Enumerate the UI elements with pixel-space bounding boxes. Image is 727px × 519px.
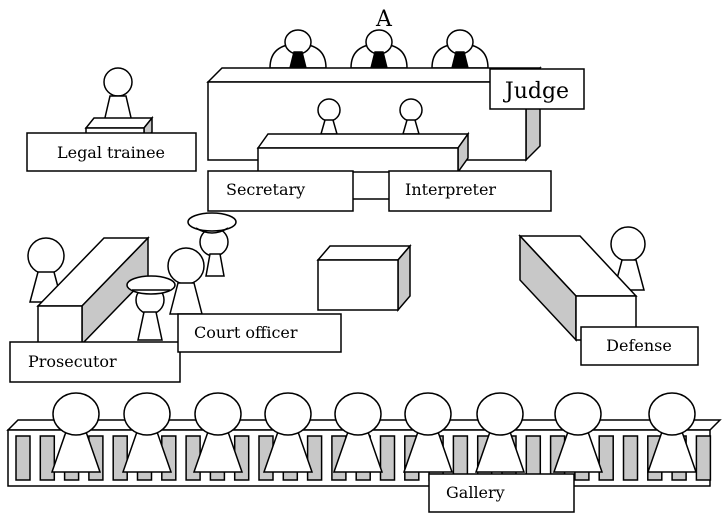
gallery-slat [598, 435, 614, 481]
gallery-slat [185, 435, 201, 481]
interpreter-label: Interpreter [405, 180, 496, 199]
gallery-label: Gallery [446, 483, 505, 502]
gallery-slat [39, 435, 56, 481]
defense-label: Defense [606, 336, 672, 355]
court-officer-figure-2 [167, 247, 205, 315]
court-officer-figure-1 [187, 212, 237, 277]
prosecutor-label: Prosecutor [28, 352, 117, 371]
witness-stand [316, 243, 412, 313]
judge-figure-1 [269, 29, 327, 69]
interpreter-label-box: Interpreter [388, 170, 552, 212]
judge-figure-3 [431, 29, 489, 69]
gallery-slat [622, 435, 639, 481]
court-officer-figure-3 [126, 275, 176, 341]
gallery-person [646, 392, 698, 473]
gallery-person [192, 392, 244, 473]
secretary-figure [317, 98, 341, 135]
gallery-person [121, 392, 173, 473]
legal-trainee-label: Legal trainee [57, 143, 165, 162]
legal-trainee-label-box [26, 132, 197, 172]
gallery-person [402, 392, 454, 473]
gallery-person [332, 392, 384, 473]
secretary-label-box: Secretary [207, 170, 354, 212]
top-mark-a: A [375, 7, 393, 32]
gallery-person [50, 392, 102, 473]
interpreter-figure [399, 98, 423, 135]
court-officer-label: Court officer [194, 323, 298, 342]
gallery-people [50, 392, 698, 473]
judge-figure-2 [350, 29, 408, 69]
gallery-slat [15, 435, 31, 481]
prosecutor-label-box [9, 341, 181, 383]
gallery-slat [112, 435, 128, 481]
prosecutor-group: Prosecutor [9, 236, 181, 383]
legal-trainee-group: Legal trainee [26, 67, 197, 172]
clerks-desk [256, 131, 470, 175]
gallery-slat [306, 435, 323, 481]
court-officer-label-box [177, 313, 342, 353]
gallery-slat [379, 435, 396, 481]
gallery-slat [695, 435, 712, 481]
clerks-group [256, 98, 470, 175]
prosecutor-figure [27, 237, 65, 303]
defense-group: Defense [518, 226, 699, 366]
gallery-person [552, 392, 604, 473]
defense-desk [518, 234, 638, 342]
gallery-person [262, 392, 314, 473]
court-officers-group: Court officer [126, 212, 342, 353]
gallery-person [474, 392, 526, 473]
defense-figure [610, 226, 646, 291]
judge-label-box: Judge [489, 68, 585, 110]
judge-label: Judge [503, 79, 569, 104]
defense-label-box [580, 326, 699, 366]
gallery-label-box: Gallery [428, 473, 575, 513]
secretary-label: Secretary [226, 180, 305, 199]
